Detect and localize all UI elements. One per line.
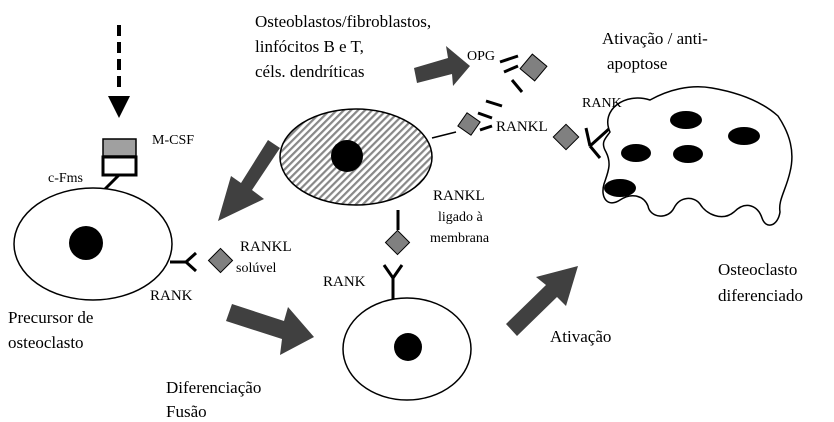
- mcsf-ligand-box: [103, 139, 136, 156]
- intermediate-cell: [343, 298, 471, 400]
- differentiated-label-line2: diferenciado: [718, 286, 803, 305]
- differentiated-osteoclast: [603, 87, 792, 225]
- rank-left-label: RANK: [150, 288, 193, 304]
- osteoblast-label-line3: céls. dendríticas: [255, 62, 365, 81]
- rank-top-label: RANK: [582, 96, 622, 111]
- osteoclast-nucleus-5: [604, 179, 636, 197]
- osteoblast-nucleus: [331, 140, 363, 172]
- soluble-rankl-diamond: [208, 248, 232, 272]
- dashed-input-arrow: [108, 25, 130, 118]
- rankl-membrane-line1: RANKL: [433, 188, 485, 204]
- osteoclast-nucleus-1: [670, 111, 702, 129]
- osteoclast-rankl-diamond: [553, 124, 578, 149]
- arrow-activation: [506, 266, 578, 336]
- opg-diamond: [520, 54, 547, 81]
- arrow-osteoblast-to-precursor: [218, 140, 280, 221]
- membrane-rankl-diamond: [385, 230, 409, 254]
- rankl-soluble-line2: solúvel: [236, 261, 277, 276]
- rankl-soluble-line1: RANKL: [240, 239, 292, 255]
- top-rankl-stalk: [432, 132, 456, 138]
- osteoblast-label-line1: Osteoblastos/fibroblastos,: [255, 12, 431, 31]
- arrow-differentiation: [226, 304, 314, 355]
- cfms-receptor-box: [103, 157, 136, 175]
- mcsf-receptor-complex: [102, 139, 136, 192]
- osteoclast-nucleus-4: [673, 145, 703, 163]
- intermediate-nucleus: [394, 333, 422, 361]
- rankl-membrane-line2: ligado à: [438, 210, 483, 225]
- activation-bottom-label: Ativação: [550, 327, 611, 346]
- opg-label: OPG: [467, 49, 495, 64]
- precursor-rank-receptor: [170, 253, 196, 271]
- precursor-nucleus: [69, 226, 103, 260]
- mcsf-label: M-CSF: [152, 133, 194, 148]
- osteoblast-label-line2: linfócitos B e T,: [255, 37, 364, 56]
- activation-top-line1: Ativação / anti-: [602, 29, 708, 48]
- differentiated-label-line1: Osteoclasto: [718, 260, 797, 279]
- opg-receptor: [500, 56, 522, 92]
- precursor-label-line2: osteoclasto: [8, 333, 84, 352]
- rankl-top-label: RANKL: [496, 119, 548, 135]
- precursor-label-line1: Precursor de: [8, 308, 93, 327]
- rank-mid-label: RANK: [323, 274, 366, 290]
- differentiation-label-line2: Fusão: [166, 402, 207, 421]
- cfms-label: c-Fms: [48, 171, 83, 186]
- osteoclast-nucleus-2: [728, 127, 760, 145]
- activation-top-line2: apoptose: [607, 54, 667, 73]
- arrow-to-opg: [414, 46, 470, 86]
- osteoclast-nucleus-3: [621, 144, 651, 162]
- top-rankl-diamond: [458, 113, 480, 135]
- differentiation-label-line1: Diferenciação: [166, 378, 261, 397]
- precursor-cell: [14, 188, 172, 300]
- middle-rank-receptor: [384, 265, 402, 300]
- rankl-membrane-line3: membrana: [430, 231, 490, 246]
- osteoblast-cell: [280, 109, 432, 205]
